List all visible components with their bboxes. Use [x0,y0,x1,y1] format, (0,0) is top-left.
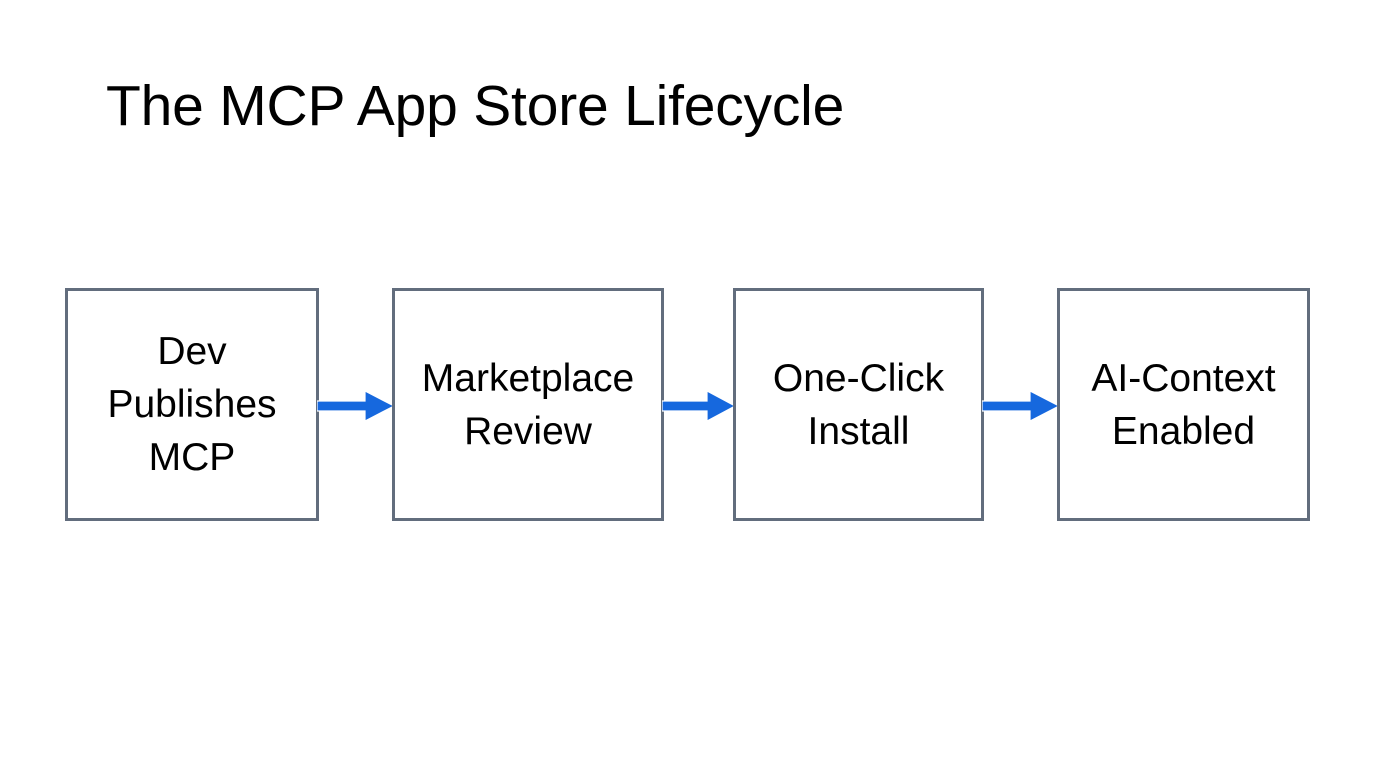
page-title: The MCP App Store Lifecycle [106,74,845,138]
arrow-right-icon-1 [317,390,394,422]
arrow-right-icon-3 [982,390,1059,422]
flow-step-label: AI-Context Enabled [1091,356,1276,453]
arrow-right-icon-2 [662,390,735,422]
flow-step-label: Marketplace Review [421,356,635,453]
flow-step-label: Dev Publishes MCP [107,330,277,479]
flow-step-ai-context-enabled[interactable]: AI-Context Enabled [1057,288,1310,521]
process-flow-diagram: Dev Publishes MCP Marketplace Review One… [0,288,1376,524]
flow-step-label: One-Click Install [772,356,945,453]
flow-step-one-click-install[interactable]: One-Click Install [733,288,984,521]
flow-step-dev-publishes-mcp[interactable]: Dev Publishes MCP [65,288,319,521]
flow-step-marketplace-review[interactable]: Marketplace Review [392,288,664,521]
